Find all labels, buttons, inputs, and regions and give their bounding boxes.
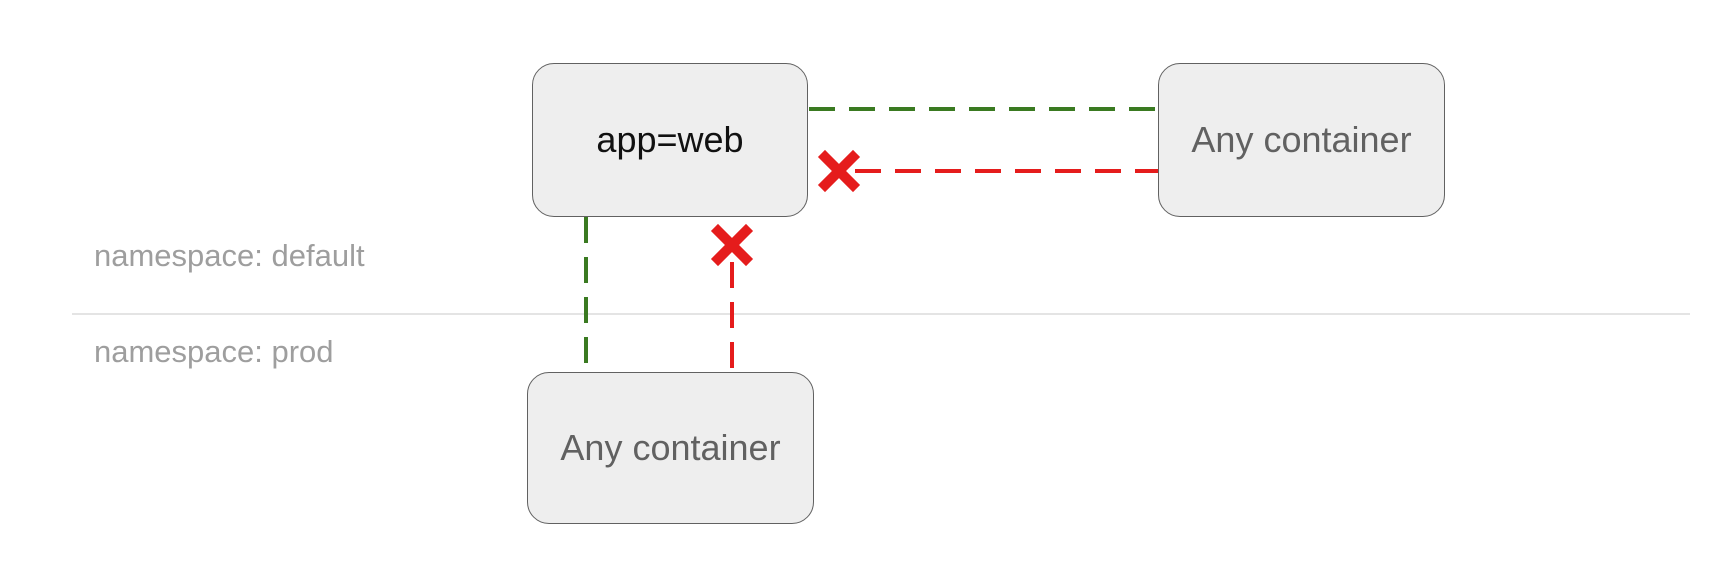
cross-mark-icon	[710, 223, 754, 267]
any-container-default-node: Any container	[1158, 63, 1445, 217]
cross-mark-icon	[817, 149, 861, 193]
namespace-prod-label: namespace: prod	[94, 334, 334, 369]
any-container-prod-node: Any container	[527, 372, 814, 524]
app-web-node: app=web	[532, 63, 808, 217]
namespace-default-label: namespace: default	[94, 238, 365, 273]
